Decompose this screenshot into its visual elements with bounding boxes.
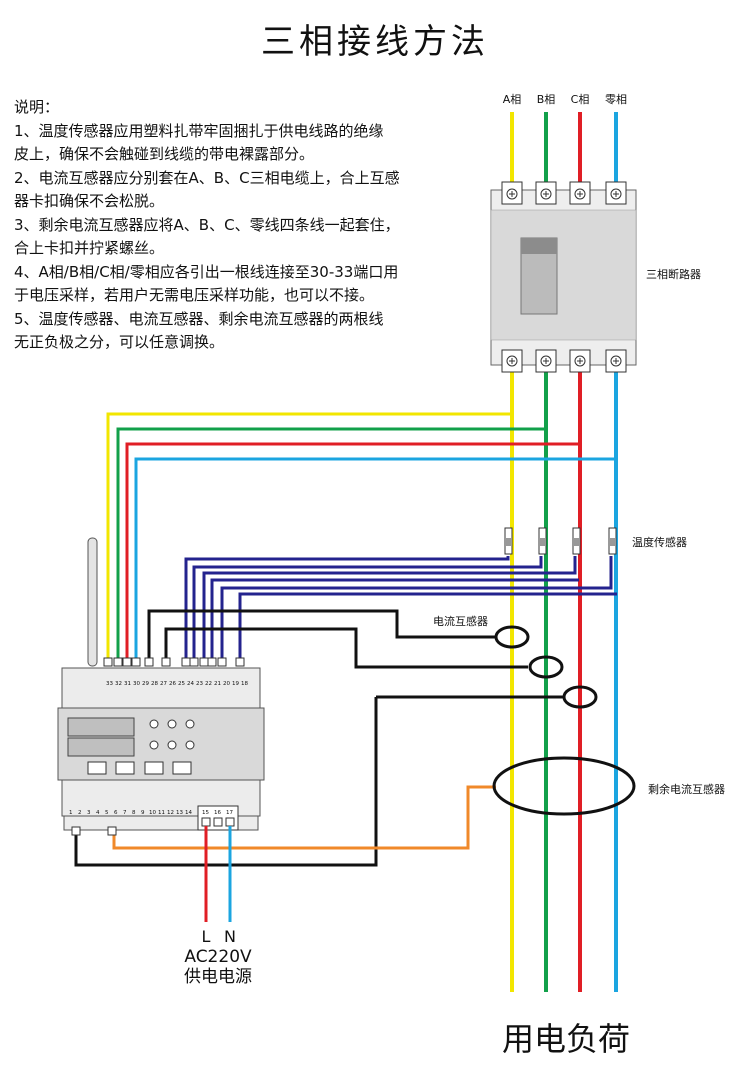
instruction-line: 合上卡扣并拧紧螺丝。 (14, 239, 165, 257)
terminal-number: 22 (205, 681, 212, 687)
instruction-line: 器卡扣确保不会松脱。 (14, 192, 165, 210)
current-ct-label: 电流互感器 (433, 614, 488, 628)
terminal-number: 16 (214, 810, 221, 816)
instruction-line: 于电压采样，若用户无需电压采样功能，也可以不接。 (14, 286, 375, 304)
voltage-wire-b (116, 427, 546, 665)
voltage-wire-c (125, 442, 580, 665)
phase-label-b: B相 (537, 93, 556, 106)
page-title: 三相接线方法 (261, 22, 489, 62)
terminal-number: 32 (115, 681, 122, 687)
instructions-heading: 说明： (14, 98, 60, 116)
terminal-number: 26 (169, 681, 176, 687)
terminal-number: 30 (133, 681, 140, 687)
phase-label-c: C相 (571, 93, 590, 106)
terminal-number: 33 (106, 681, 113, 687)
phase-label-a: A相 (503, 93, 522, 106)
terminal-number: 29 (142, 681, 149, 687)
device-button-1 (87, 761, 107, 775)
power-label-l: L (202, 927, 211, 946)
terminal-number: 31 (124, 681, 131, 687)
terminal-number: 4 (96, 810, 100, 816)
terminal-number: 13 (176, 810, 183, 816)
device-button-2 (115, 761, 135, 775)
phase-label-neutral: 零相 (605, 93, 627, 106)
monitoring-device (57, 657, 265, 836)
top-terminal-screws (103, 657, 245, 667)
breaker-label: 三相断路器 (646, 267, 701, 281)
three-phase-breaker (490, 181, 637, 373)
terminal-number: 25 (178, 681, 185, 687)
terminal-number: 9 (141, 810, 145, 816)
antenna (87, 537, 98, 667)
power-label-n: N (224, 927, 236, 946)
current-ct-wires (74, 609, 564, 867)
instructions: 说明： 1、温度传感器应用塑料扎带牢固捆扎于供电线路的绝缘 皮上，确保不会触碰到… (14, 96, 484, 355)
instruction-line: 5、温度传感器、电流互感器、剩余电流互感器的两根线 (14, 309, 384, 328)
device-button-4 (172, 761, 192, 775)
terminal-number: 1 (69, 810, 73, 816)
terminal-number: 21 (214, 681, 221, 687)
terminal-number: 27 (160, 681, 167, 687)
residual-ct-label: 剩余电流互感器 (648, 782, 725, 796)
terminal-number: 20 (223, 681, 230, 687)
breaker-top-terminals (501, 181, 627, 205)
temperature-sensor-label: 温度传感器 (632, 535, 687, 549)
instruction-line: 1、温度传感器应用塑料扎带牢固捆扎于供电线路的绝缘 (14, 121, 384, 140)
voltage-sampling-wires (106, 412, 616, 665)
voltage-wire-neutral (134, 457, 616, 665)
power-voltage-label: AC220V (184, 947, 252, 967)
instruction-line: 3、剩余电流互感器应将A、B、C、零线四条线一起套住， (14, 215, 400, 234)
instruction-line: 皮上，确保不会触碰到线缆的带电裸露部分。 (14, 145, 315, 163)
terminal-number: 2 (78, 810, 82, 816)
current-ct-c (562, 685, 598, 709)
bottom-terminal-screws (71, 817, 235, 836)
temperature-sensor-wires (184, 556, 617, 660)
instruction-line: 无正负极之分，可以任意调换。 (14, 333, 225, 351)
terminal-number: 19 (232, 681, 239, 687)
terminal-number: 3 (87, 810, 91, 816)
display-upper (67, 717, 135, 737)
terminal-number: 24 (187, 681, 194, 687)
current-cts (494, 625, 598, 709)
current-ct-a (494, 625, 530, 649)
residual-ct (492, 756, 636, 816)
terminal-number: 6 (114, 810, 118, 816)
residual-ct-wire (112, 785, 496, 850)
terminal-number: 14 (185, 810, 192, 816)
bottom-terminal-numbers: 1 2 3 4 5 6 7 8 9 10 11 12 13 14 15 16 1… (69, 810, 233, 816)
terminal-number: 7 (123, 810, 127, 816)
terminal-number: 8 (132, 810, 136, 816)
load-label: 用电负荷 (502, 1020, 630, 1058)
indicator-leds (149, 719, 195, 750)
instruction-line: 4、A相/B相/C相/零相应各引出一根线连接至30-33端口用 (14, 262, 399, 281)
current-ct-b (528, 655, 564, 679)
voltage-wire-a (106, 412, 512, 665)
terminal-number: 18 (241, 681, 248, 687)
device-button-3 (144, 761, 164, 775)
instruction-line: 2、电流互感器应分别套在A、B、C三相电缆上，合上互感 (14, 168, 400, 187)
terminal-number: 12 (167, 810, 174, 816)
terminal-number: 17 (226, 810, 233, 816)
power-source-label: 供电电源 (184, 967, 252, 987)
display-lower (67, 737, 135, 757)
terminal-number: 11 (158, 810, 165, 816)
top-terminal-numbers: 33 32 31 30 29 28 27 26 25 24 23 22 21 2… (106, 681, 248, 687)
temperature-sensors (504, 527, 617, 555)
terminal-number: 15 (202, 810, 209, 816)
terminal-number: 23 (196, 681, 203, 687)
terminal-number: 10 (149, 810, 156, 816)
terminal-number: 5 (105, 810, 109, 816)
terminal-number: 28 (151, 681, 158, 687)
